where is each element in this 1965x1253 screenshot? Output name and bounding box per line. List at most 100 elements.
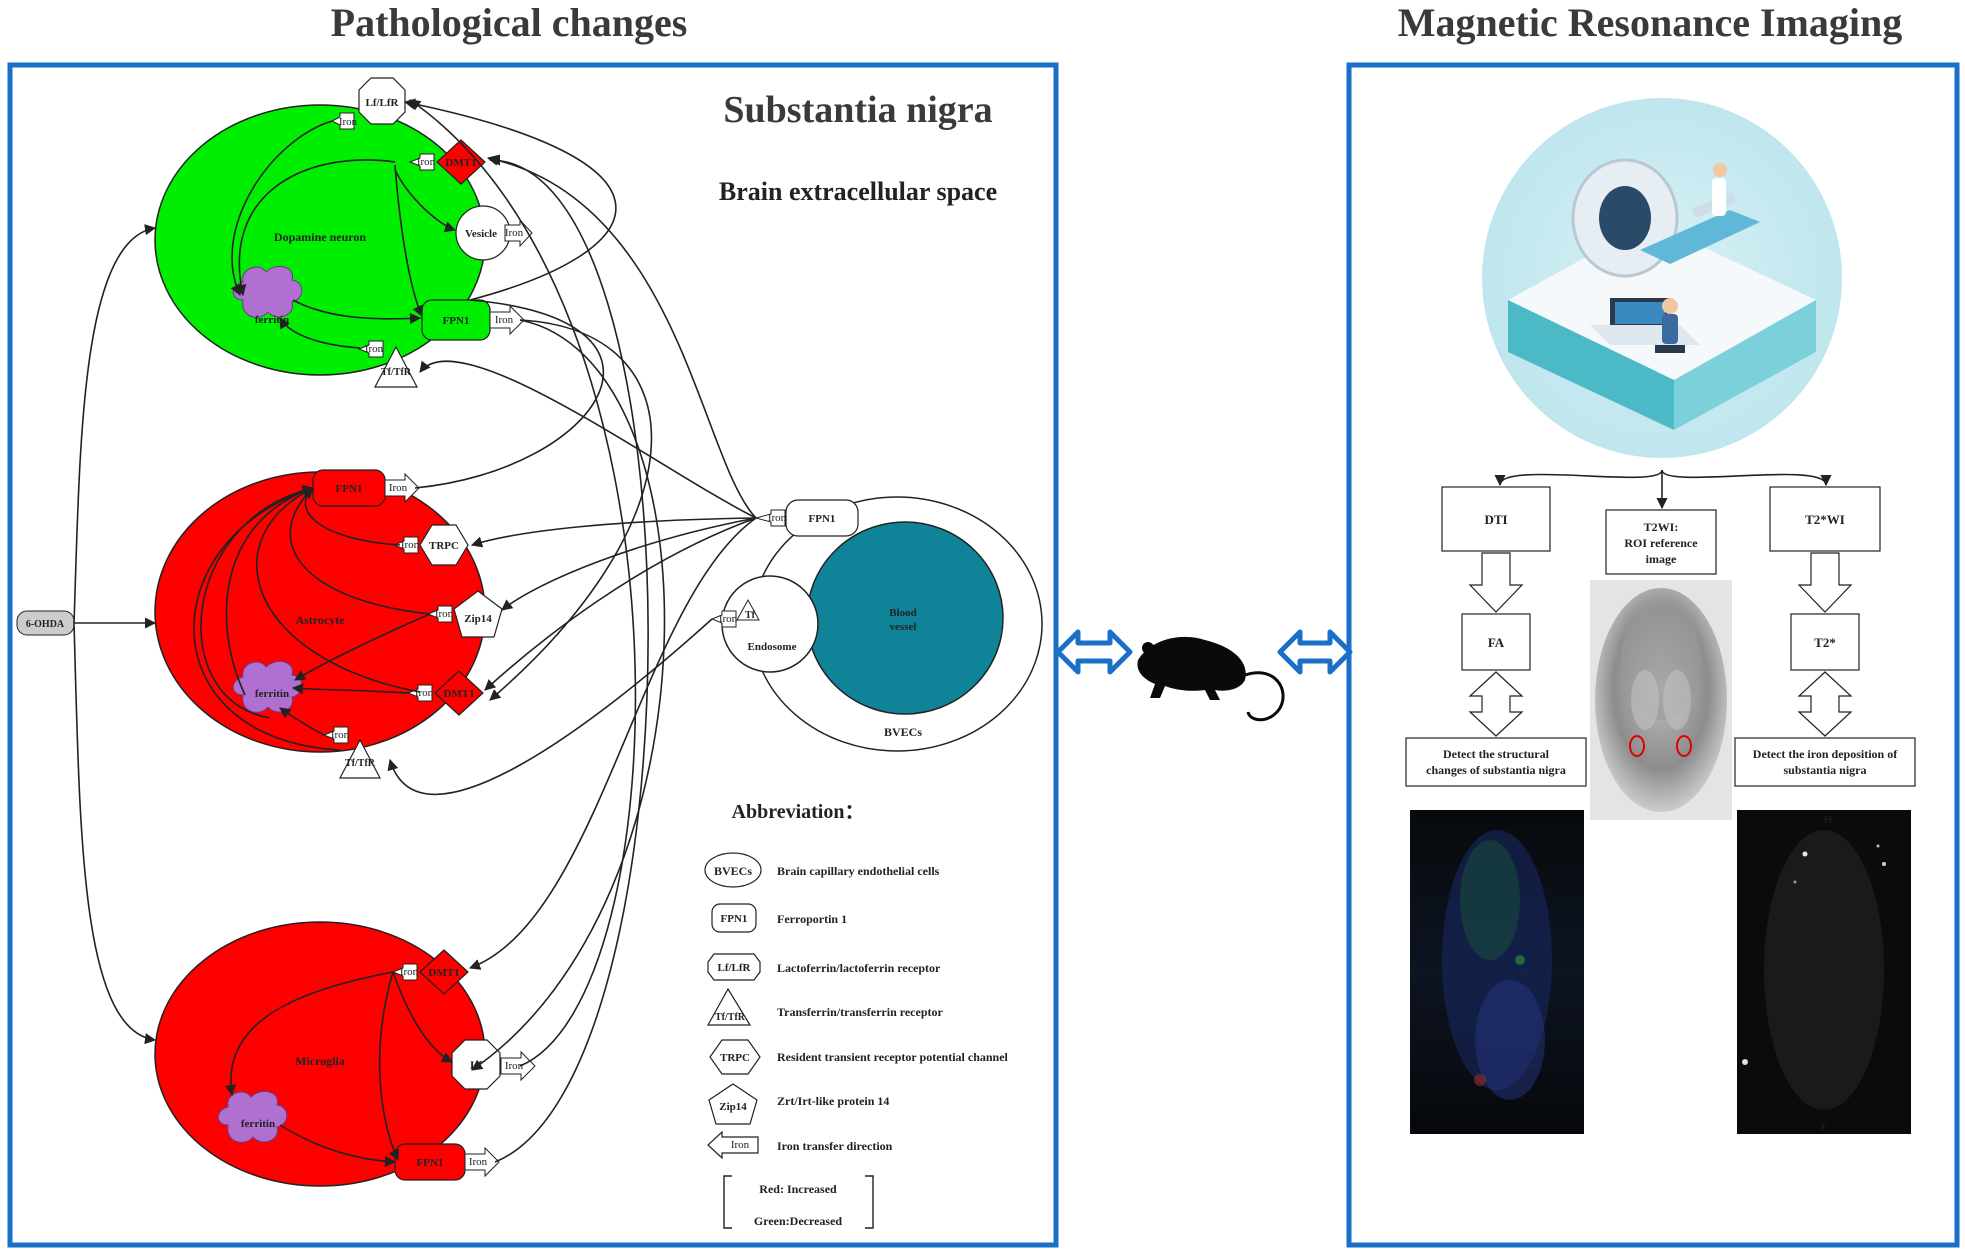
arrow-astro-fpn1-dopamine-lf: [403, 98, 617, 489]
astrocyte-tf-iron-arrow-icon: [322, 726, 349, 744]
arrow-astro-tf-ferritin: [279, 707, 325, 736]
astrocyte-trpc-iron-arrow-icon: [392, 536, 419, 554]
t2wi-scan-texture: [1595, 588, 1727, 812]
iron-tag: Iron: [339, 116, 358, 128]
abbrev-tf-text: Transferrin/transferrin receptor: [777, 1005, 944, 1019]
astrocyte-zip14-node: [453, 590, 503, 638]
arrow-bvec-zip14: [501, 517, 757, 611]
iron-tag: Iron: [417, 156, 436, 168]
astrocyte-trpc-node: [419, 524, 469, 566]
dopamine-fpn1-iron-arrow-icon: [489, 304, 525, 336]
iron-tag: Iron: [389, 482, 408, 494]
region-title: Substantia nigra: [723, 89, 992, 131]
endosome-tf-node: [736, 598, 760, 621]
dti-box: [1441, 486, 1551, 552]
arrow-astro-fpn1-ferritin: [225, 485, 315, 696]
microglia-dmt1-iron-arrow-icon: [391, 963, 418, 981]
abbrev-zip14-symbol: [708, 1083, 758, 1125]
blood-vessel-label-1: Blood: [889, 607, 917, 619]
arrow-astro-zip14-ferritin: [294, 613, 431, 681]
abbrev-lf-symbol: [707, 953, 761, 981]
legend-green-text: Green:Decreased: [754, 1214, 843, 1228]
right-panel-title: Magnetic Resonance Imaging: [1398, 0, 1902, 45]
doctor-body: [1712, 178, 1726, 216]
left-panel-title: Pathological changes: [331, 0, 688, 45]
abbrev-tf-symbol-label: Tf/TfR: [715, 1012, 746, 1023]
t2wi-line-1: T2WI:: [1644, 520, 1679, 534]
abbrev-iron-text: Iron transfer direction: [777, 1139, 893, 1153]
abbrev-item-trpc: TRPC Resident transient receptor potenti…: [709, 1039, 1009, 1075]
arrow-dopamine-fpn1-micro-lf: [471, 319, 666, 1071]
dopamine-tf-tfr-label: Tf/TfR: [381, 367, 412, 378]
scanner-bore: [1599, 186, 1651, 250]
arrow-dti-fa-icon: [1468, 552, 1524, 613]
arrow-micro-lf-dopamine: [409, 99, 637, 1067]
detect-iron-line-2: substantia nigra: [1783, 763, 1866, 777]
t2star-scan-texture: [1742, 830, 1886, 1110]
iron-tag: Iron: [768, 512, 787, 524]
dopamine-tf-iron-arrow-icon: [357, 340, 384, 358]
arrow-branch-dti: [1494, 469, 1663, 487]
detect-structural-box: [1405, 737, 1587, 787]
arrow-dopamine-dmt1-fpn1: [394, 164, 423, 318]
legend-left-bracket: [723, 1175, 732, 1229]
bvecs-label: BVECs: [884, 725, 922, 739]
microglia-fpn1-iron-arrow-icon: [464, 1146, 500, 1178]
abbrev-bvecs-symbol: [704, 852, 762, 888]
abbrev-lf-text: Lactoferrin/lactoferrin receptor: [777, 961, 941, 975]
iron-tag: Iron: [401, 539, 420, 551]
abbrev-zip14-text: Zrt/Irt-like protein 14: [777, 1094, 889, 1108]
t2star-wi-box: [1769, 486, 1881, 552]
microglia-fpn1-label: FPN1: [417, 1157, 444, 1169]
arrow-6ohda-microglia: [73, 622, 157, 1045]
dti-label: DTI: [1484, 512, 1507, 527]
t2wi-line-3: image: [1646, 552, 1677, 566]
astrocyte-ferritin-node: [232, 660, 303, 713]
arrow-astro-fpn1-zip14: [289, 487, 431, 615]
abbrev-fpn1-symbol: [711, 903, 757, 933]
endosome-label: Endosome: [748, 641, 797, 653]
arrow-micro-dmt1-fpn1: [378, 971, 399, 1162]
arrow-micro-dmt1-lf: [392, 971, 453, 1063]
iron-tag: Iron: [435, 608, 454, 620]
astrocyte-dmt1-iron-arrow-icon: [406, 684, 433, 702]
dopamine-dmt1-node: [436, 139, 486, 185]
arrow-dopamine-dmt1-ferritin: [235, 159, 396, 297]
endosome-iron-arrow-icon: [710, 610, 737, 628]
dopamine-lf-lfr-label: Lf/LfR: [366, 97, 400, 109]
astrocyte-trpc-label: TRPC: [429, 540, 459, 552]
dopamine-fpn1-label: FPN1: [443, 315, 470, 327]
iron-tag: Iron: [495, 314, 514, 326]
dopamine-lf-iron-arrow-icon: [330, 112, 355, 130]
astrocyte-tf-tfr-label: Tf/TfR: [345, 758, 376, 769]
arrow-dopamine-fpn1-astro-dmt1: [489, 319, 653, 701]
arrow-micro-fpn1-dopamine-dmt1: [488, 154, 649, 1163]
6-ohda-label: 6-OHDA: [26, 619, 65, 630]
astrocyte-tf-tfr-node: [339, 738, 381, 779]
detect-iron-box: [1734, 737, 1916, 787]
dopamine-neuron-label: Dopamine neuron: [274, 230, 366, 244]
fa-box: [1461, 613, 1531, 671]
legend-red-text: Red: Increased: [759, 1182, 837, 1196]
bvecs-fpn1-node: [785, 499, 859, 537]
arrow-bvec-trpc: [470, 517, 757, 548]
arrow-astro-fpn1-trpc: [301, 487, 401, 546]
abbrev-item-bvecs: BVECs Brain capillary endothelial cells: [704, 852, 940, 888]
astrocyte-fpn1-label: FPN1: [336, 483, 363, 495]
abbreviation-title: Abbreviation：: [732, 801, 865, 823]
detect-structural-line-2: changes of substantia nigra: [1426, 763, 1566, 777]
dopamine-dmt1-label: DMT1: [445, 157, 476, 169]
detect-iron-line-1: Detect the iron deposition of: [1753, 747, 1898, 761]
dopamine-vesicle-label: Vesicle: [465, 228, 497, 240]
abbrev-fpn1-symbol-label: FPN1: [721, 913, 748, 925]
detect-structural-line-1: Detect the structural: [1443, 747, 1550, 761]
bvecs-fpn1-iron-arrow-icon: [754, 509, 786, 527]
endosome-tf-label: Tf: [745, 610, 756, 621]
chair: [1655, 345, 1685, 353]
platform-left: [1508, 300, 1674, 430]
scanner-table: [1640, 210, 1760, 264]
t2star-wi-label: T2*WI: [1805, 512, 1845, 527]
abbrev-trpc-symbol-label: TRPC: [720, 1052, 750, 1064]
abbrev-item-iron: Iron Iron transfer direction: [707, 1130, 893, 1160]
